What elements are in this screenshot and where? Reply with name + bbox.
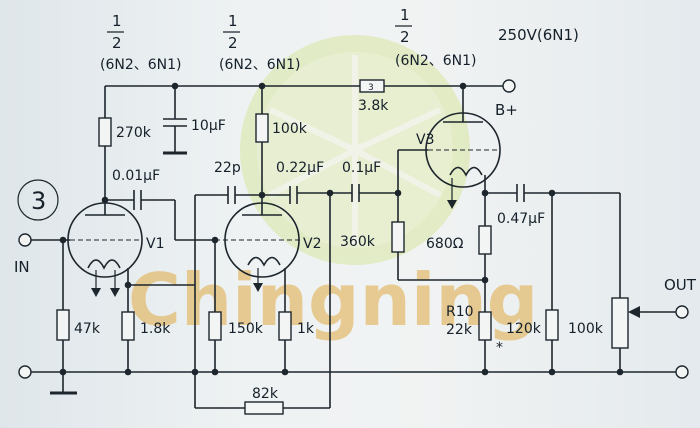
capacitor-001uf-label: 0.01μF: [112, 168, 160, 184]
watermark-text: Chingning: [128, 258, 538, 342]
resistor-360k-label: 360k: [340, 234, 376, 250]
resistor-100k-plate: [255, 113, 269, 143]
capacitor-10uf-label: 10μF: [191, 118, 226, 134]
resistor-r10-mark: *: [496, 340, 503, 356]
circuit-number: 3: [31, 187, 46, 215]
ground-bus: [18, 365, 689, 379]
tube-type-label: (6N2、6N1): [395, 53, 477, 69]
resistor-680: [478, 225, 492, 255]
resistor-150k-label: 150k: [228, 321, 264, 337]
output-label: OUT: [664, 276, 697, 294]
bplus-label: B+: [495, 101, 518, 119]
resistor-120k-label: 120k: [506, 321, 542, 337]
resistor-360k: [391, 221, 405, 253]
resistor-1k: [278, 311, 292, 341]
fraction-numerator: 1: [400, 6, 410, 24]
resistor-120k: [545, 309, 559, 341]
capacitor-047uf-label: 0.47μF: [497, 211, 545, 227]
fraction-numerator: 1: [228, 12, 238, 30]
resistor-3-8k: [359, 79, 385, 93]
fraction-numerator: 1: [112, 12, 122, 30]
lemon-watermark-icon: [240, 35, 470, 265]
resistor-1-8k: [121, 311, 135, 341]
resistor-r10: [478, 311, 492, 341]
resistor-100k-plate-label: 100k: [272, 121, 308, 137]
fraction-denominator: 2: [228, 34, 238, 52]
resistor-r10-name: R10: [446, 304, 474, 320]
tube-v3-label: V3: [416, 132, 434, 148]
capacitor-10uf: [163, 86, 187, 155]
resistor-47k-label: 47k: [74, 321, 101, 337]
tube-type-label: (6N2、6N1): [219, 57, 301, 73]
resistor-270k: [98, 117, 112, 147]
input-label: IN: [14, 258, 30, 276]
capacitor-01uf-label: 0.1μF: [342, 160, 381, 176]
supply-voltage-label: 250V(6N1): [498, 26, 579, 44]
fraction-denominator: 2: [112, 34, 122, 52]
resistor-82k-label: 82k: [252, 386, 279, 402]
tube-header-1: 1 2 (6N2、6N1): [100, 12, 182, 73]
tube-header-2: 1 2 (6N2、6N1): [219, 12, 301, 73]
tube-header-3: 1 2 (6N2、6N1): [395, 6, 477, 69]
tube-v1-label: V1: [146, 236, 164, 252]
tube-type-label: (6N2、6N1): [100, 57, 182, 73]
resistor-r10-value: 22k: [446, 322, 473, 338]
resistor-270k-label: 270k: [116, 125, 152, 141]
output-terminal[interactable]: [675, 305, 689, 319]
potentiometer-100k-label: 100k: [568, 321, 604, 337]
tube-v3: [425, 112, 501, 209]
potentiometer-100k[interactable]: [611, 297, 629, 349]
capacitor-022uf-label: 0.22μF: [276, 160, 324, 176]
resistor-1-8k-label: 1.8k: [140, 321, 171, 337]
resistor-1k-label: 1k: [297, 321, 315, 337]
resistor-150k: [208, 311, 222, 341]
tube-v2-label: V2: [303, 236, 321, 252]
resistor-680-label: 680Ω: [426, 236, 464, 252]
circuit-number-circle: [17, 179, 59, 221]
bplus-terminal: [502, 79, 516, 93]
fraction-denominator: 2: [400, 28, 410, 46]
resistor-3-8k-number: 3: [368, 83, 374, 93]
tube-v2: [215, 202, 300, 292]
resistor-47k: [56, 309, 70, 341]
resistor-82k: [244, 401, 284, 415]
input-terminal[interactable]: [18, 233, 32, 247]
resistor-3-8k-label: 3.8k: [358, 98, 389, 114]
capacitor-22p-label: 22p: [214, 160, 241, 176]
